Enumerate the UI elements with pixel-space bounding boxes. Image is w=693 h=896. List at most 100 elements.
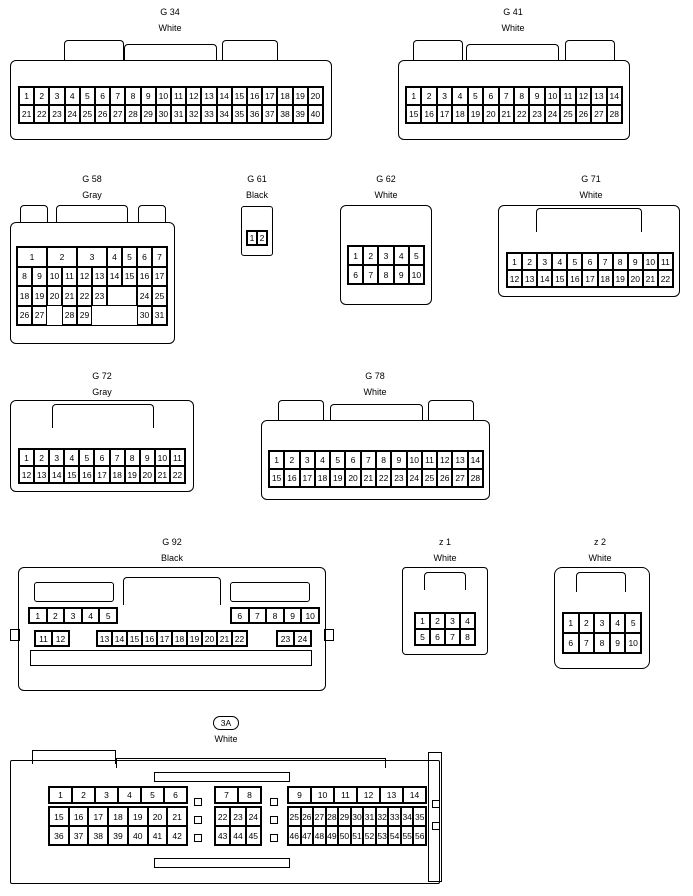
pin: 15 xyxy=(231,87,247,105)
pin: 10 xyxy=(408,265,424,284)
pin: 15 xyxy=(406,105,422,123)
pin: 6 xyxy=(164,787,187,803)
pin: 12 xyxy=(19,466,35,483)
pin: 42 xyxy=(167,826,187,845)
pin: 3 xyxy=(95,787,118,803)
pin: 3 xyxy=(64,608,82,623)
pin: 17 xyxy=(299,469,315,487)
pin: 14 xyxy=(216,87,232,105)
pin: 21 xyxy=(217,631,232,646)
pin: 6 xyxy=(430,629,445,645)
connector-lock xyxy=(330,404,423,424)
connector-color: Gray xyxy=(82,190,102,200)
pin: 7 xyxy=(110,87,126,105)
pin: 21 xyxy=(19,105,35,123)
pin: 8 xyxy=(124,449,140,466)
pin: 28 xyxy=(606,105,622,123)
pin: 19 xyxy=(330,469,346,487)
pin: 7 xyxy=(109,449,125,466)
pin: 4 xyxy=(81,608,100,623)
pin: 2 xyxy=(421,87,437,105)
pin: 50 xyxy=(338,826,351,845)
housing-cavity xyxy=(270,816,278,824)
pin: 2 xyxy=(430,613,445,629)
pin: 1 xyxy=(415,613,430,629)
pin: 12 xyxy=(77,266,92,286)
connector-id: G 62 xyxy=(376,174,396,184)
pin: 3 xyxy=(594,613,610,633)
pin: 31 xyxy=(152,305,167,325)
pin: 51 xyxy=(350,826,364,845)
pin: 26 xyxy=(575,105,592,123)
pin: 11 xyxy=(334,787,357,803)
pin: 18 xyxy=(172,631,187,646)
pin: 38 xyxy=(277,105,293,123)
pin: 53 xyxy=(375,826,389,845)
pin: 43 xyxy=(215,826,231,845)
pin: 18 xyxy=(597,270,613,287)
pin: 25 xyxy=(560,105,576,123)
pin: 33 xyxy=(388,807,401,826)
pin: 2 xyxy=(72,787,95,803)
pin: 15 xyxy=(269,469,285,487)
pin: 10 xyxy=(154,449,170,466)
pin: 21 xyxy=(154,466,170,483)
pin: 4 xyxy=(460,613,475,629)
pin: 16 xyxy=(142,631,157,646)
connector-id: G 34 xyxy=(160,7,180,17)
pin: 10 xyxy=(47,266,62,286)
pin: 23 xyxy=(391,469,407,487)
pin: 11 xyxy=(170,87,187,105)
pin: 5 xyxy=(330,451,346,469)
pin: 37 xyxy=(68,826,89,845)
pin: 5 xyxy=(625,613,641,633)
pin: 22 xyxy=(34,105,50,123)
connector-color: White xyxy=(588,553,612,563)
connector-latch xyxy=(222,40,278,62)
connector-lock xyxy=(124,44,217,64)
pin: 10 xyxy=(406,451,422,469)
pin: 32 xyxy=(186,105,202,123)
pin: 22 xyxy=(215,807,231,826)
pin: 35 xyxy=(413,807,426,826)
pin: 19 xyxy=(127,807,148,826)
pin: 11 xyxy=(62,266,77,286)
pin: 7 xyxy=(597,253,613,270)
pin: 2 xyxy=(284,451,300,469)
pin: 18 xyxy=(277,87,293,105)
pin: 20 xyxy=(147,807,168,826)
pin: 5 xyxy=(415,629,430,645)
pin: 22 xyxy=(169,466,185,483)
pin: 36 xyxy=(49,826,69,845)
housing-cavity xyxy=(194,798,202,806)
pin: 13 xyxy=(591,87,607,105)
pin: 27 xyxy=(313,807,326,826)
connector-id: G 78 xyxy=(365,371,385,381)
pin: 12 xyxy=(52,631,69,646)
pin: 24 xyxy=(137,286,152,306)
pin: 16 xyxy=(421,105,437,123)
pin: 6 xyxy=(582,253,598,270)
pin: 11 xyxy=(169,449,185,466)
connector-latch xyxy=(565,40,615,62)
pin: 23 xyxy=(49,105,65,123)
pin: 25 xyxy=(421,469,438,487)
pin: 31 xyxy=(170,105,187,123)
pin: 8 xyxy=(594,633,610,653)
pin: 8 xyxy=(238,787,261,803)
pin: 9 xyxy=(288,787,311,803)
pin: 39 xyxy=(108,826,128,845)
connector-latch xyxy=(413,40,463,62)
pin: 17 xyxy=(157,631,172,646)
connector-color: White xyxy=(501,23,525,33)
pin: 37 xyxy=(262,105,278,123)
pin: 12 xyxy=(507,270,523,287)
pin: 19 xyxy=(467,105,484,123)
pin: 4 xyxy=(452,87,468,105)
pin: 30 xyxy=(155,105,171,123)
